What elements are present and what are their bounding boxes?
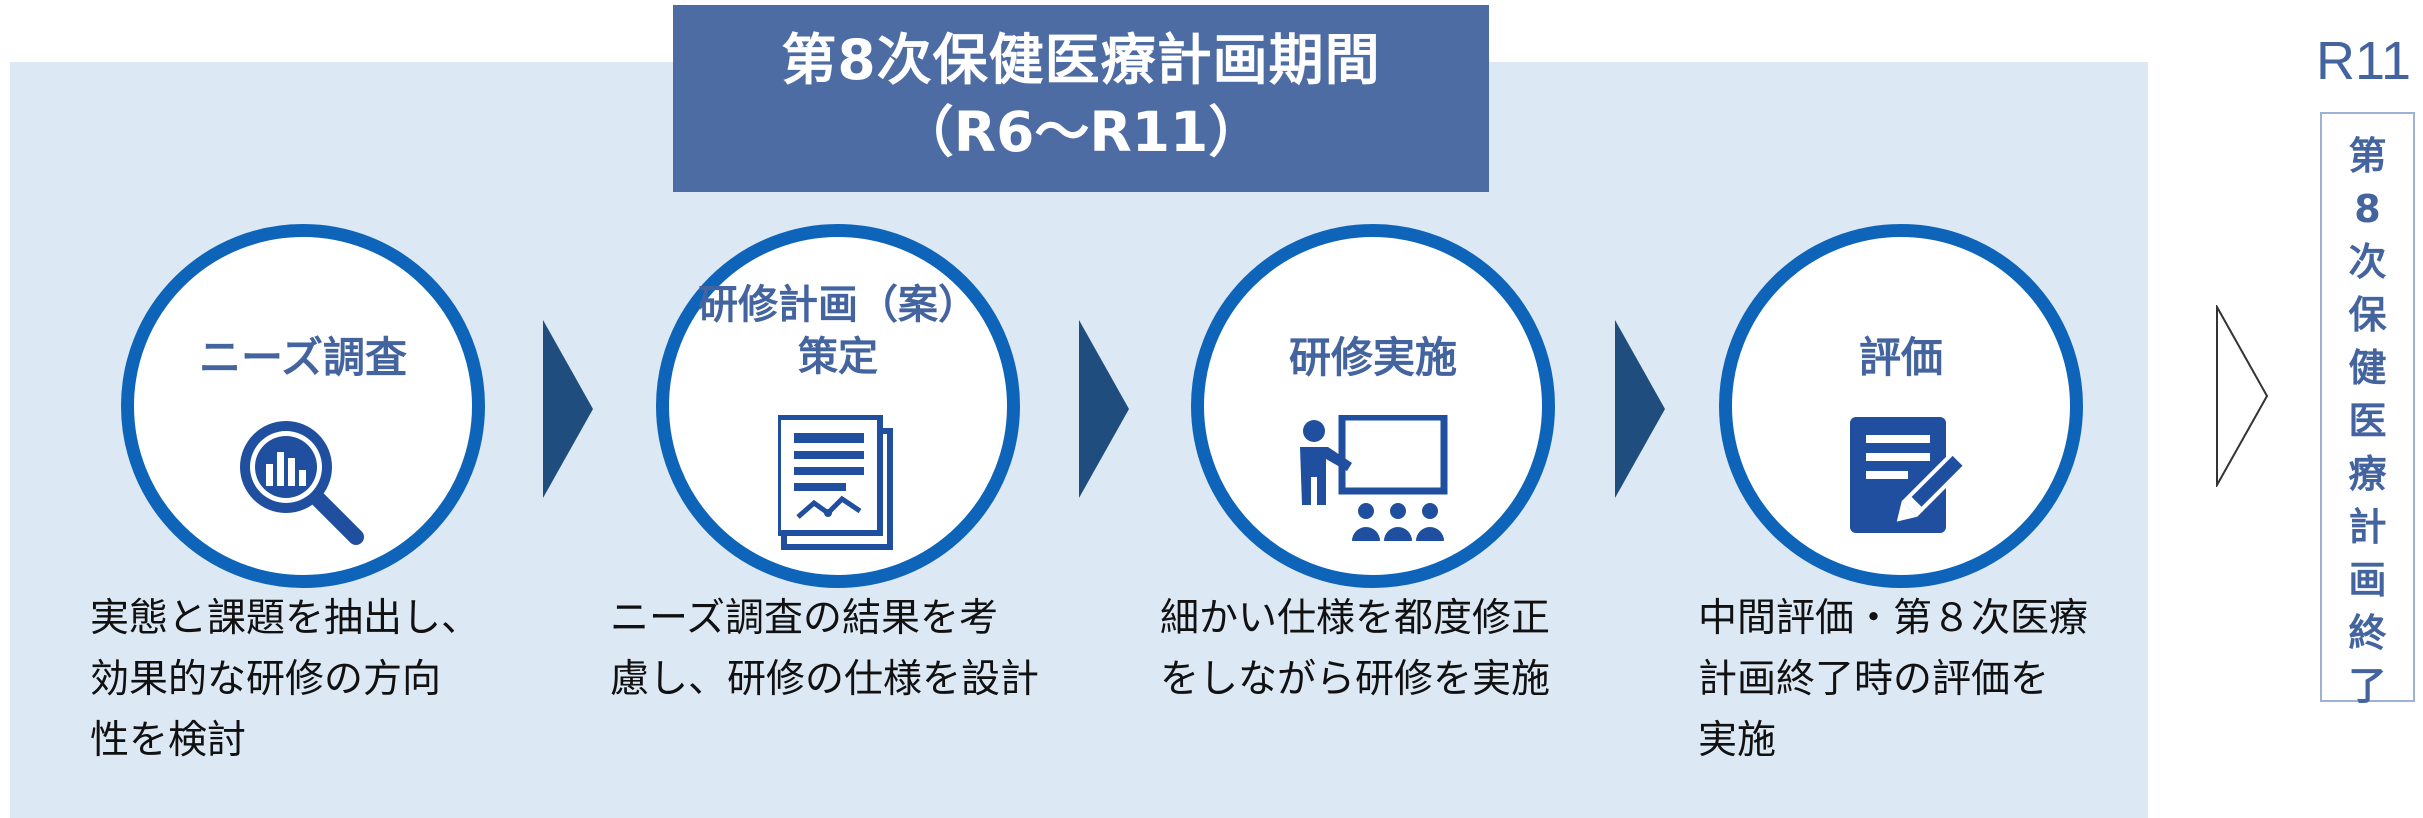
step-circle-needs-survey: ニーズ調査 [121, 224, 485, 588]
banner-title: 第8次保健医療計画期間 [781, 28, 1381, 92]
flow-arrow-1 [543, 320, 593, 498]
step-description-3: 細かい仕様を都度修正 をしながら研修を実施 [1160, 596, 1551, 702]
step-title: 研修実施 [1288, 333, 1457, 382]
step-circle-training-execution: 研修実施 [1191, 224, 1555, 588]
document-chart-icon [778, 415, 893, 550]
edit-document-icon [1850, 417, 1969, 533]
step-title: ニーズ調査 [199, 333, 407, 382]
next-period-arrow [2216, 305, 2269, 487]
step-description-4: 中間評価・第８次医療 計画終了時の評価を 実施 [1698, 596, 2089, 763]
plan-end-box: 第 8 次 保 健 医 療 計 画 終 了 [2320, 112, 2415, 708]
step-circle-training-plan: 研修計画（案） 策定 [656, 224, 1020, 588]
step-circle-evaluation: 評価 [1719, 224, 2083, 588]
flow-arrow-2 [1079, 320, 1129, 498]
magnifier-chart-icon [240, 421, 364, 545]
period-banner: 第8次保健医療計画期間 （R6〜R11） [673, 5, 1489, 192]
step-title: 研修計画（案） 策定 [698, 282, 978, 380]
step-description-2: ニーズ調査の結果を考 慮し、研修の仕様を設計 [610, 596, 1040, 702]
flow-arrow-3 [1615, 320, 1665, 498]
banner-subtitle: （R6〜R11） [898, 100, 1264, 164]
step-description-1: 実態と課題を抽出し、 効果的な研修の方向 性を検討 [90, 596, 481, 763]
end-year-label: R11 [2316, 31, 2412, 91]
step-title: 評価 [1858, 333, 1943, 382]
presentation-icon [1300, 415, 1448, 541]
